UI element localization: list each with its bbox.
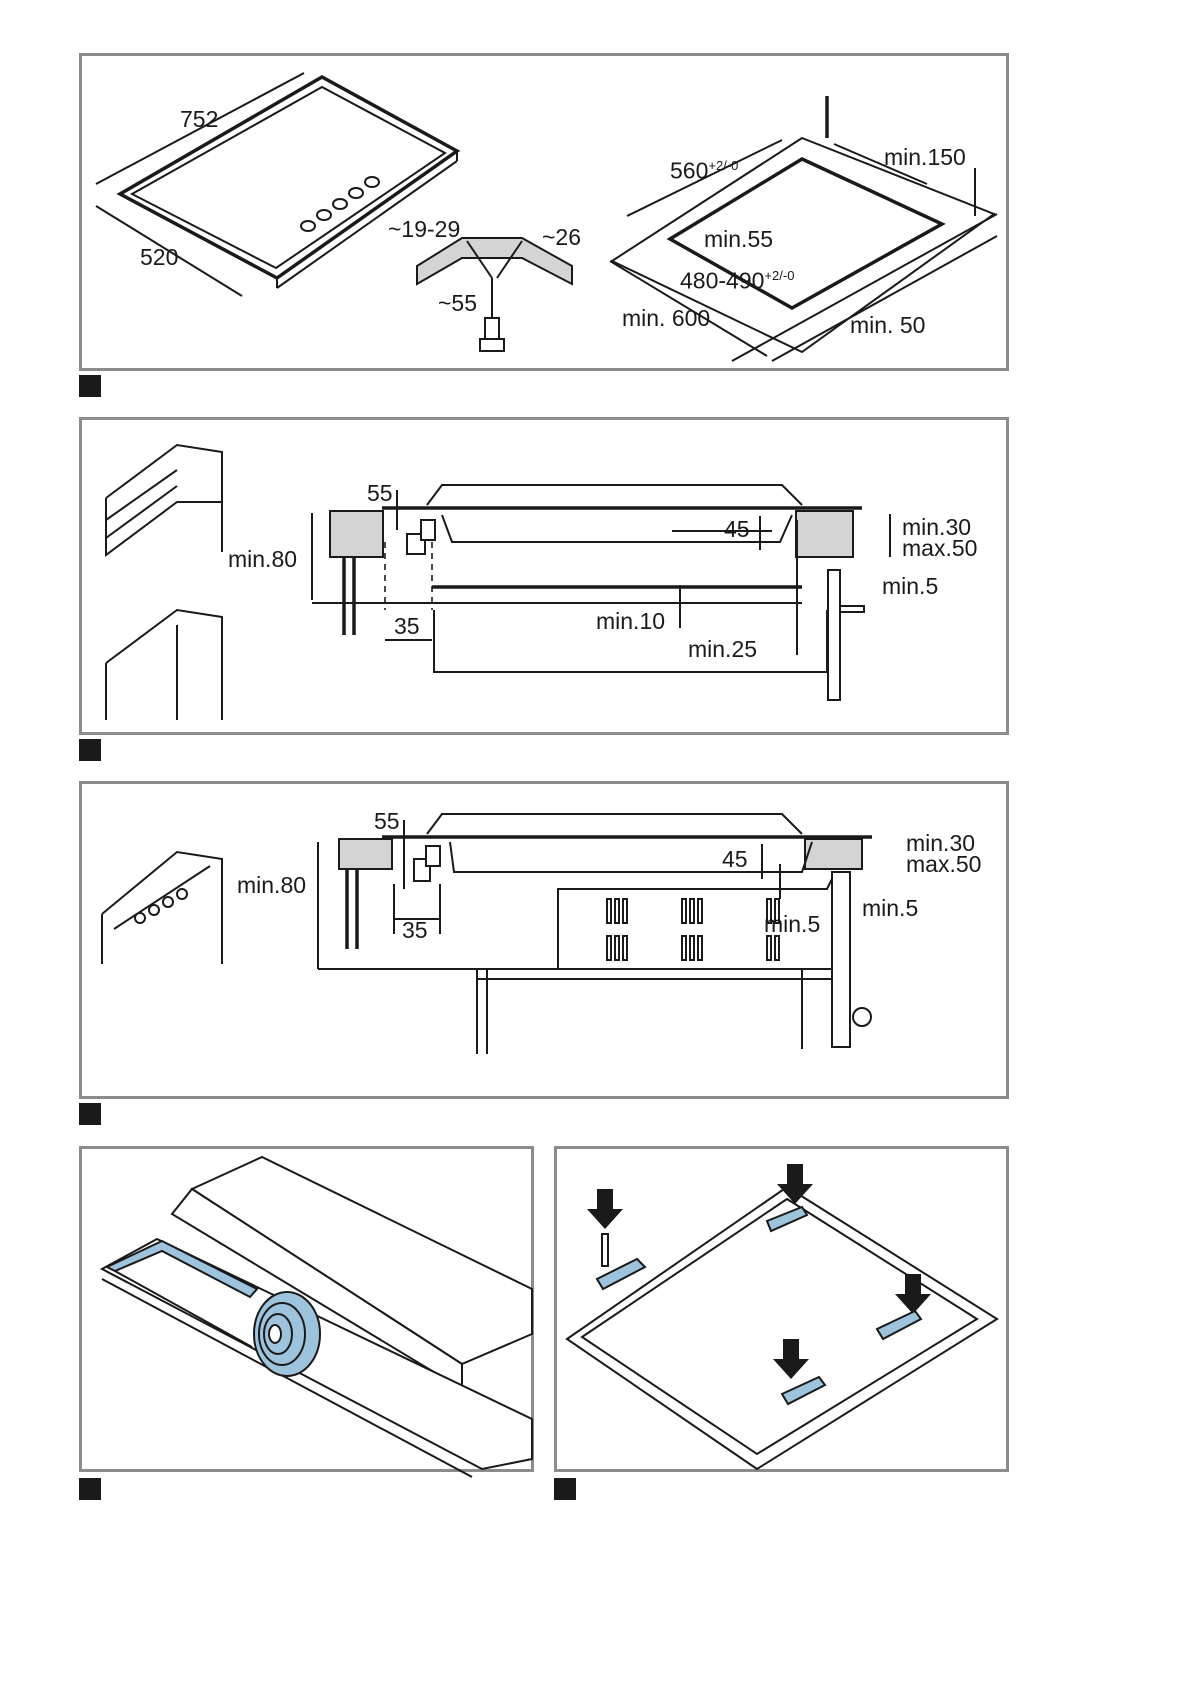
shelf-gap-label: min.10 xyxy=(596,610,665,633)
cutout-width-label: 560+2/-0 xyxy=(670,159,738,183)
gap-min5-label: min.5 xyxy=(882,575,938,598)
control-knobs xyxy=(301,177,379,231)
built-in-oven-drawing xyxy=(82,784,1012,1102)
oven-knobs xyxy=(135,889,187,923)
hob-height-label: 45 xyxy=(722,848,748,871)
oven-vents xyxy=(607,899,779,960)
figure-3-marker xyxy=(79,1103,101,1125)
bracket-depth-label: ~26 xyxy=(542,226,581,249)
gas-offset-label: 55 xyxy=(374,810,400,833)
cutout-depth-label: 480-490+2/-0 xyxy=(680,269,794,293)
figure-1-marker xyxy=(79,375,101,397)
figure-4-marker xyxy=(79,1478,101,1500)
hob-depth-label: 520 xyxy=(140,246,178,269)
side-min-label: min. 50 xyxy=(850,314,925,337)
figure-5-panel xyxy=(554,1146,1009,1472)
worktop-max-label: max.50 xyxy=(906,853,981,876)
figure-3-panel: 55 45 min.30 max.50 min.80 min.5 min.5 3… xyxy=(79,781,1009,1099)
rear-clearance-label: min.150 xyxy=(884,146,966,169)
side-gap-label: min.5 xyxy=(862,897,918,920)
figure-2-marker xyxy=(79,739,101,761)
mounting-clips-drawing xyxy=(557,1149,1012,1475)
total-min-label: min.80 xyxy=(228,548,297,571)
worktop-max-label: max.50 xyxy=(902,537,977,560)
connector-width-label: 35 xyxy=(394,615,420,638)
built-under-cabinet-drawing xyxy=(82,420,1012,738)
total-min-label: min.80 xyxy=(237,874,306,897)
screw-length-label: ~55 xyxy=(438,292,477,315)
connector-width-label: 35 xyxy=(402,919,428,942)
worktop-range-label: ~19-29 xyxy=(388,218,460,241)
figure-1-panel: 752 520 ~19-29 ~26 ~55 560+2/-0 min.150 … xyxy=(79,53,1009,371)
figure-5-marker xyxy=(554,1478,576,1500)
gas-offset-label: 55 xyxy=(367,482,393,505)
figure-2-panel: 55 45 min.30 max.50 min.80 min.5 35 min.… xyxy=(79,417,1009,735)
back-gap-label: min.25 xyxy=(688,638,757,661)
seal-application-drawing xyxy=(82,1149,537,1475)
oven-gap-label: min.5 xyxy=(764,913,820,936)
front-min-label: min.55 xyxy=(704,228,773,251)
hob-height-label: 45 xyxy=(724,518,750,541)
figure-4-panel xyxy=(79,1146,534,1472)
worktop-depth-label: min. 600 xyxy=(622,307,710,330)
hob-width-label: 752 xyxy=(180,108,218,131)
